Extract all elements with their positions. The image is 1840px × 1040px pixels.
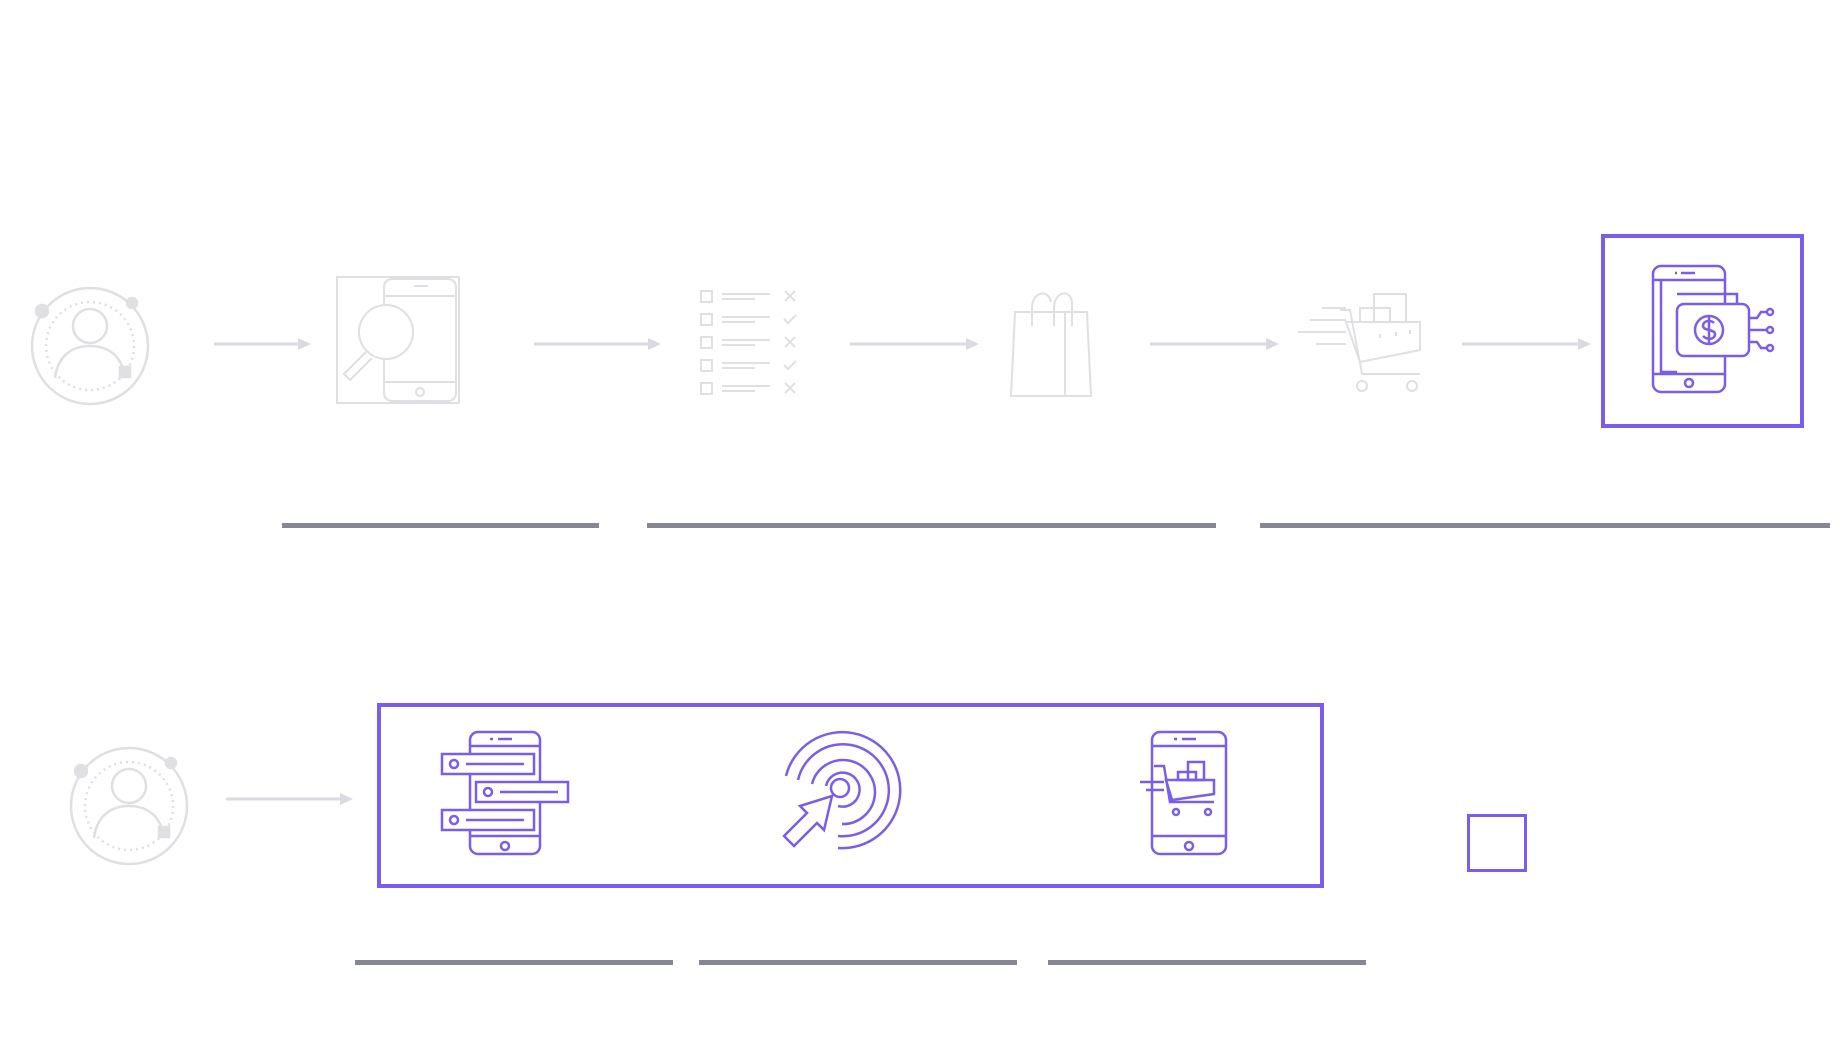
target-click-icon bbox=[782, 730, 902, 850]
mobile-cart-icon bbox=[1140, 730, 1228, 856]
bottom-arrow-1 bbox=[226, 792, 354, 806]
mobile-list-icon bbox=[440, 730, 570, 856]
bottom-group-bar-1 bbox=[355, 960, 673, 965]
top-payment-node bbox=[1651, 264, 1775, 394]
mobile-payment-icon bbox=[1651, 264, 1775, 394]
top-checklist-node bbox=[700, 290, 800, 398]
top-bag-node bbox=[1009, 290, 1093, 398]
bottom-highlight-frame bbox=[377, 703, 1324, 888]
mobile-search-icon bbox=[336, 276, 460, 404]
bottom-target-node bbox=[772, 730, 902, 856]
bottom-list-node bbox=[440, 730, 570, 856]
top-search-node bbox=[336, 276, 460, 404]
bottom-user-node bbox=[69, 746, 189, 866]
bottom-cart-node bbox=[1138, 730, 1230, 856]
top-arrow-4 bbox=[1150, 337, 1280, 351]
top-arrow-5 bbox=[1462, 337, 1592, 351]
top-highlight-frame bbox=[1601, 234, 1804, 428]
user-profile-icon bbox=[69, 746, 189, 866]
top-group-bar-2 bbox=[647, 523, 1216, 528]
user-profile-icon bbox=[30, 286, 150, 406]
shopping-cart-icon bbox=[1298, 293, 1421, 392]
top-arrow-1 bbox=[214, 337, 312, 351]
top-arrow-2 bbox=[534, 337, 662, 351]
top-group-bar-1 bbox=[282, 523, 599, 528]
shopping-bag-icon bbox=[1009, 292, 1093, 397]
top-arrow-3 bbox=[850, 337, 980, 351]
bottom-group-bar-2 bbox=[699, 960, 1017, 965]
bottom-group-bar-3 bbox=[1048, 960, 1366, 965]
checklist-icon bbox=[700, 290, 797, 395]
top-user-node bbox=[30, 286, 150, 406]
top-group-bar-3 bbox=[1260, 523, 1830, 528]
empty-square-marker bbox=[1467, 814, 1527, 872]
top-cart-node bbox=[1296, 290, 1422, 394]
